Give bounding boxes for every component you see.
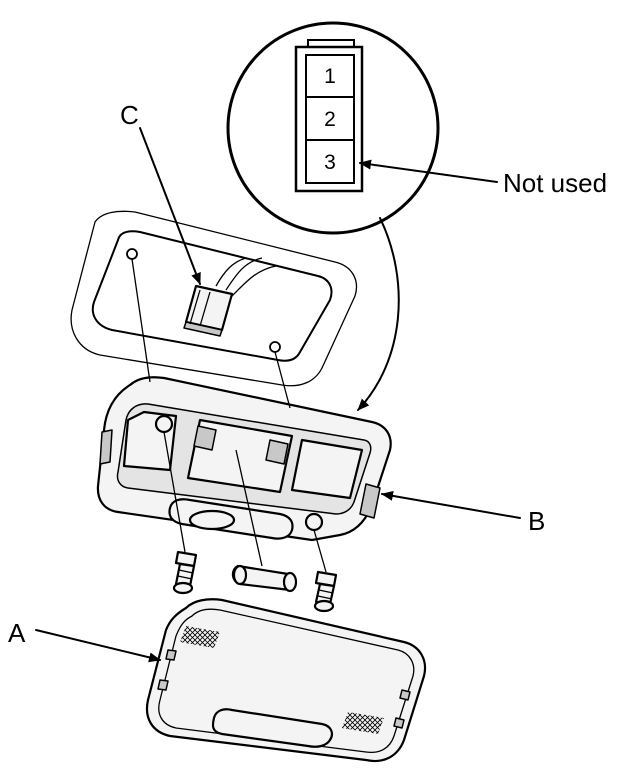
screw-left [172,550,198,595]
c-label: C [120,100,139,130]
pin-2-label: 2 [324,108,336,131]
screw-line-left [163,431,186,553]
lens-tab-left-top [165,649,177,661]
lamp-housing [96,376,392,542]
roof-screw-hole-left [126,248,138,260]
align-line-2 [274,351,291,409]
housing-screw-hole-right [304,512,324,532]
lens-cover [145,598,427,763]
pin-3-label: 3 [324,151,336,174]
roof-panel-outline [70,210,358,387]
harness-wire-3 [231,265,277,297]
bulb-line [235,449,263,567]
a-leader [35,629,161,663]
c-leader [139,127,201,285]
screw-line-right [313,529,327,573]
switch-knob [188,509,236,531]
terminal-right [265,439,289,465]
side-clip-left [99,429,113,465]
align-line-1 [131,258,151,383]
side-clip-b [359,483,381,519]
b-leader [381,490,521,519]
harness-wire-1 [225,257,263,291]
roof-panel-recess [91,230,333,362]
roof-panel [70,210,358,387]
pin-1-label: 1 [324,65,336,88]
housing-wall-right [290,438,364,500]
bulb [231,564,298,593]
connector-c-side [183,321,223,337]
harness-connector-c [183,284,234,337]
not-used-leader [359,159,498,183]
lens-tab-right-top [399,689,411,701]
lens-texture-lower [342,712,384,734]
roof-screw-hole-right [269,341,281,353]
lens-tab-left-bottom [157,679,169,691]
connector-inner [305,54,355,184]
housing-screw-hole-left [154,414,174,434]
lens-finger-slot [211,708,333,748]
harness-wire-2 [215,257,247,287]
connector-detail: 1 2 3 [226,21,440,235]
terminal-left [193,425,217,451]
not-used-label: Not used [503,168,607,198]
b-label: B [528,506,545,536]
detail-pointer-arrow [357,217,400,411]
lens-tab-right-bottom [393,717,405,729]
screw-right [313,570,338,613]
lens-texture-upper [180,626,220,648]
lens-cover-inner-edge [158,608,415,754]
a-label: A [8,618,26,648]
